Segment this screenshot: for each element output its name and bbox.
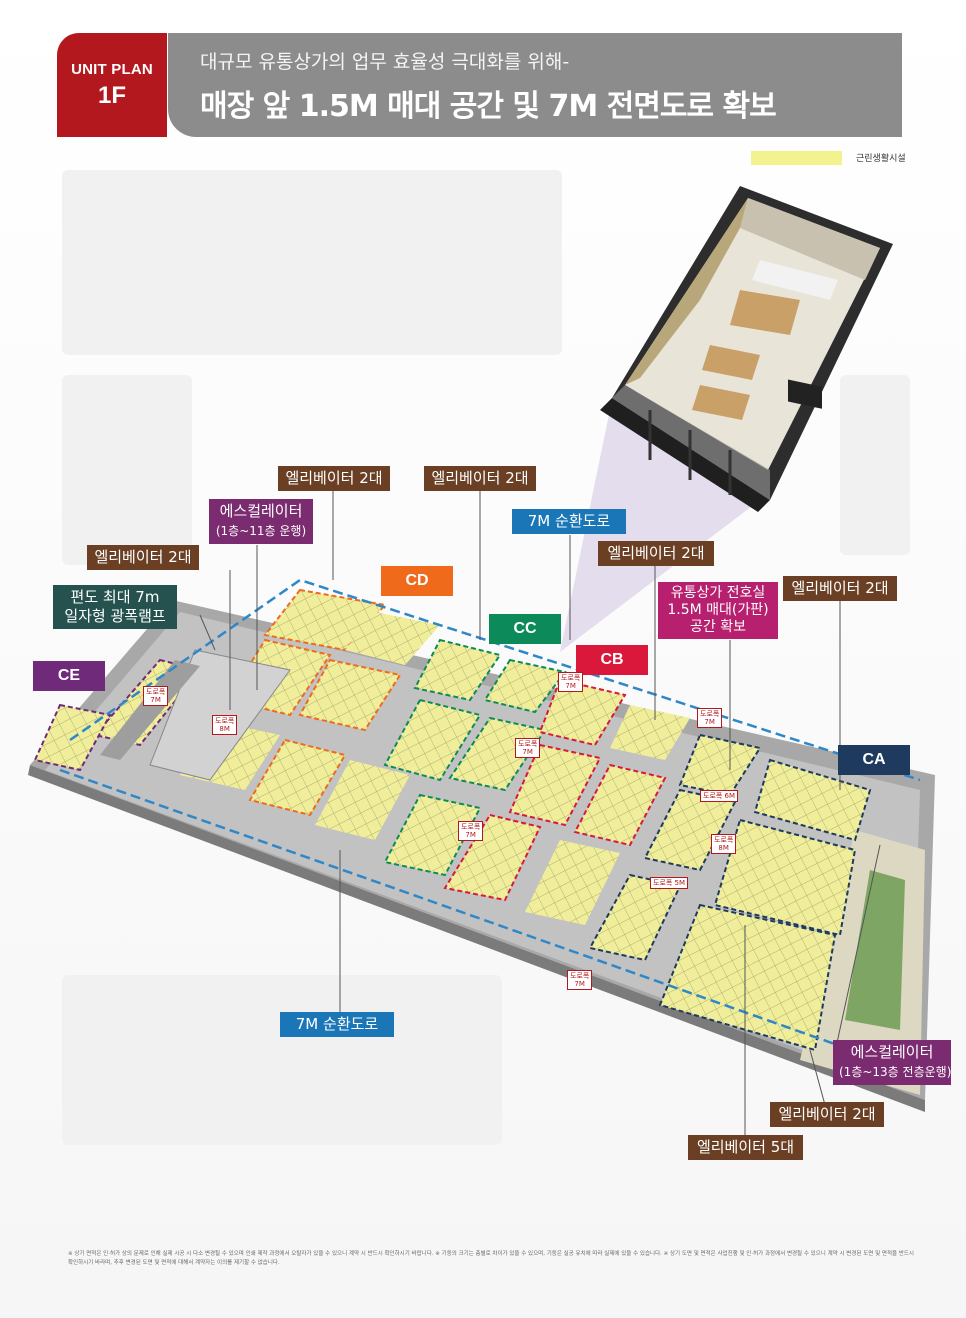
zone-ca-label: CA [838,745,910,775]
elevator-callout: 엘리베이터 2대 [783,576,897,601]
road-width-tag: 도로폭 6M [700,790,739,802]
zoom-projection-cone [560,400,760,652]
page-title: 매장 앞 1.5M 매대 공간 및 7M 전면도로 확보 [200,89,777,124]
zone-cc-label: CC [489,614,561,644]
header-banner: 대규모 유통상가의 업무 효율성 극대화를 위해- 매장 앞 1.5M 매대 공… [168,33,902,137]
faded-background-panel-bottom [62,975,502,1145]
escalator-callout-top: 에스컬레이터(1층~11층 운행) [209,499,313,544]
faded-background-panel-right [840,375,910,555]
callout-leader-lines [199,490,881,1135]
floor-label: 1F [97,82,126,109]
elevator-callout: 엘리베이터 2대 [424,466,536,491]
disclaimer-footnote: ※ 상기 면적은 인·허가 상의 문제로 인해 실제 시공 시 다소 변경될 수… [68,1251,914,1266]
legend-swatch [751,151,842,165]
elevator-5-callout: 엘리베이터 5대 [688,1135,803,1160]
zone-cb-label: CB [576,645,648,675]
road-width-tag: 도로폭 5M [650,877,689,889]
elevator-callout: 엘리베이터 2대 [770,1102,884,1127]
page-subtitle: 대규모 유통상가의 업무 효율성 극대화를 위해- [200,51,570,73]
elevator-callout: 엘리베이터 2대 [87,545,199,570]
legend-label: 근린생활시설 [856,154,906,164]
store-interior-view [600,186,893,512]
faded-background-panel-left [62,375,192,565]
escalator-callout-bottom: 에스컬레이터(1층~13층 전층운행) [833,1040,951,1085]
badge-label: UNIT PLAN [71,61,153,78]
road-7m-callout-top: 7M 순환도로 [512,509,626,534]
unit-plan-badge: UNIT PLAN 1F [57,33,167,137]
road-7m-callout-bottom: 7M 순환도로 [280,1012,394,1037]
zone-cd-label: CD [381,566,453,596]
site-plan [28,578,935,1112]
zone-ce-label: CE [33,661,105,691]
elevator-callout: 엘리베이터 2대 [278,466,390,491]
faded-background-panel-top [62,170,562,355]
elevator-callout: 엘리베이터 2대 [598,541,714,566]
